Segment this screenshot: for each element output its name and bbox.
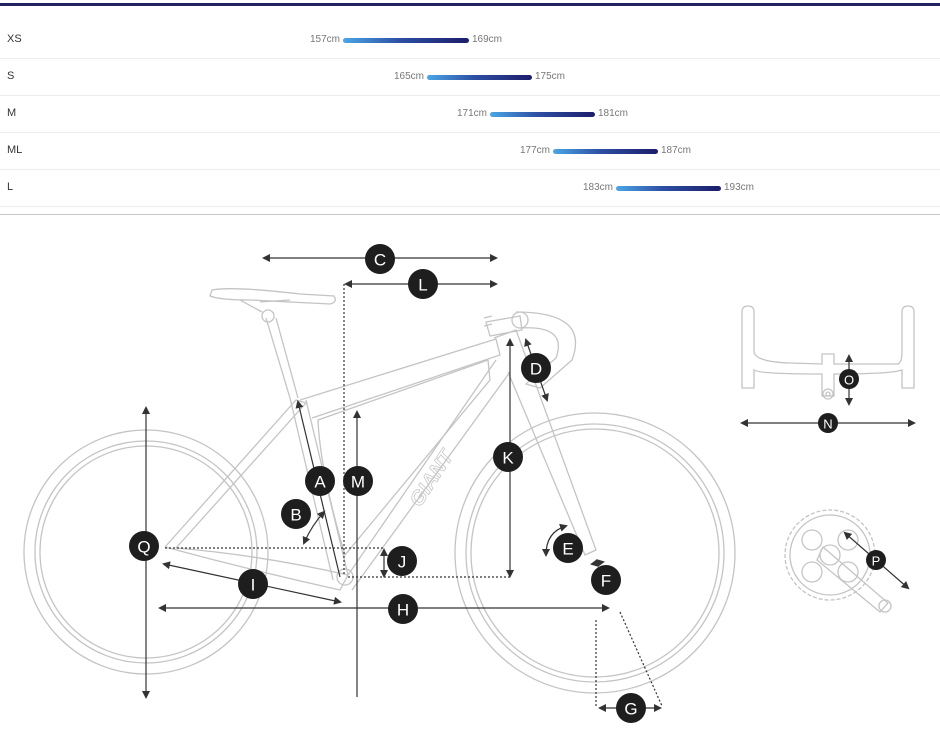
svg-text:O: O <box>844 373 854 388</box>
height-range-bar <box>343 38 469 43</box>
badge-L: L <box>408 269 438 299</box>
badge-I: I <box>238 569 268 599</box>
badge-M: M <box>343 466 373 496</box>
height-range: 171cm 181cm <box>457 108 628 120</box>
svg-text:P: P <box>872 554 881 569</box>
min-height-label: 171cm <box>456 108 487 119</box>
dimension-lines <box>142 254 916 712</box>
size-label: S <box>7 70 15 82</box>
height-range-bar <box>553 149 658 154</box>
front-wheel <box>454 412 736 694</box>
svg-text:H: H <box>397 601 409 620</box>
svg-text:G: G <box>624 700 637 719</box>
svg-text:I: I <box>251 576 256 595</box>
frame-logo: GIANT <box>406 445 459 511</box>
badge-H: H <box>388 594 418 624</box>
badge-J: J <box>387 546 417 576</box>
size-label: XS <box>7 33 22 45</box>
max-height-label: 193cm <box>724 182 755 193</box>
svg-text:Q: Q <box>137 538 150 557</box>
bike-drawing: GIANT <box>23 288 736 694</box>
badge-C: C <box>365 244 395 274</box>
badge-A: A <box>305 466 335 496</box>
height-range: 183cm 193cm <box>583 182 754 194</box>
size-label: M <box>7 107 17 119</box>
svg-text:K: K <box>502 449 514 468</box>
badge-E: E <box>553 533 583 563</box>
svg-text:C: C <box>374 251 386 270</box>
height-range: 157cm 169cm <box>310 34 502 46</box>
min-height-label: 165cm <box>393 71 424 82</box>
svg-text:L: L <box>418 276 427 295</box>
badge-P: P <box>866 550 886 570</box>
height-range-bar <box>427 75 532 80</box>
size-row: S 165cm 175cm <box>0 59 940 96</box>
svg-text:J: J <box>398 553 407 572</box>
size-row: XS 157cm 169cm <box>0 22 940 59</box>
min-height-label: 157cm <box>309 34 340 45</box>
badge-B: B <box>281 499 311 529</box>
svg-text:F: F <box>601 572 611 591</box>
size-label: L <box>7 181 14 193</box>
header-accent-rule <box>0 3 940 6</box>
height-range: 165cm 175cm <box>394 71 565 83</box>
svg-text:M: M <box>351 473 365 492</box>
badge-F: F <box>591 565 621 595</box>
badge-D: D <box>521 353 551 383</box>
size-row: M 171cm 181cm <box>0 96 940 133</box>
bike-geometry-diagram: GIANT <box>0 216 940 735</box>
badge-G: G <box>616 693 646 723</box>
max-height-label: 169cm <box>472 34 503 45</box>
svg-text:N: N <box>823 417 832 432</box>
badge-O: O <box>839 369 859 389</box>
size-row: ML 177cm 187cm <box>0 133 940 170</box>
badge-Q: Q <box>129 531 159 561</box>
height-range: 177cm 187cm <box>520 145 691 157</box>
svg-text:D: D <box>530 360 542 379</box>
max-height-label: 175cm <box>535 71 566 82</box>
height-range-bar <box>490 112 595 117</box>
height-range-bar <box>616 186 721 191</box>
size-label: ML <box>7 144 23 156</box>
max-height-label: 181cm <box>598 108 629 119</box>
badge-N: N <box>818 413 838 433</box>
svg-text:A: A <box>314 473 326 492</box>
svg-text:B: B <box>290 506 301 525</box>
badge-K: K <box>493 442 523 472</box>
handlebar-detail-drawing <box>741 305 915 400</box>
section-divider <box>0 214 940 215</box>
max-height-label: 187cm <box>661 145 692 156</box>
min-height-label: 183cm <box>582 182 613 193</box>
size-row: L 183cm 193cm <box>0 170 940 207</box>
svg-text:E: E <box>562 540 573 559</box>
min-height-label: 177cm <box>519 145 550 156</box>
